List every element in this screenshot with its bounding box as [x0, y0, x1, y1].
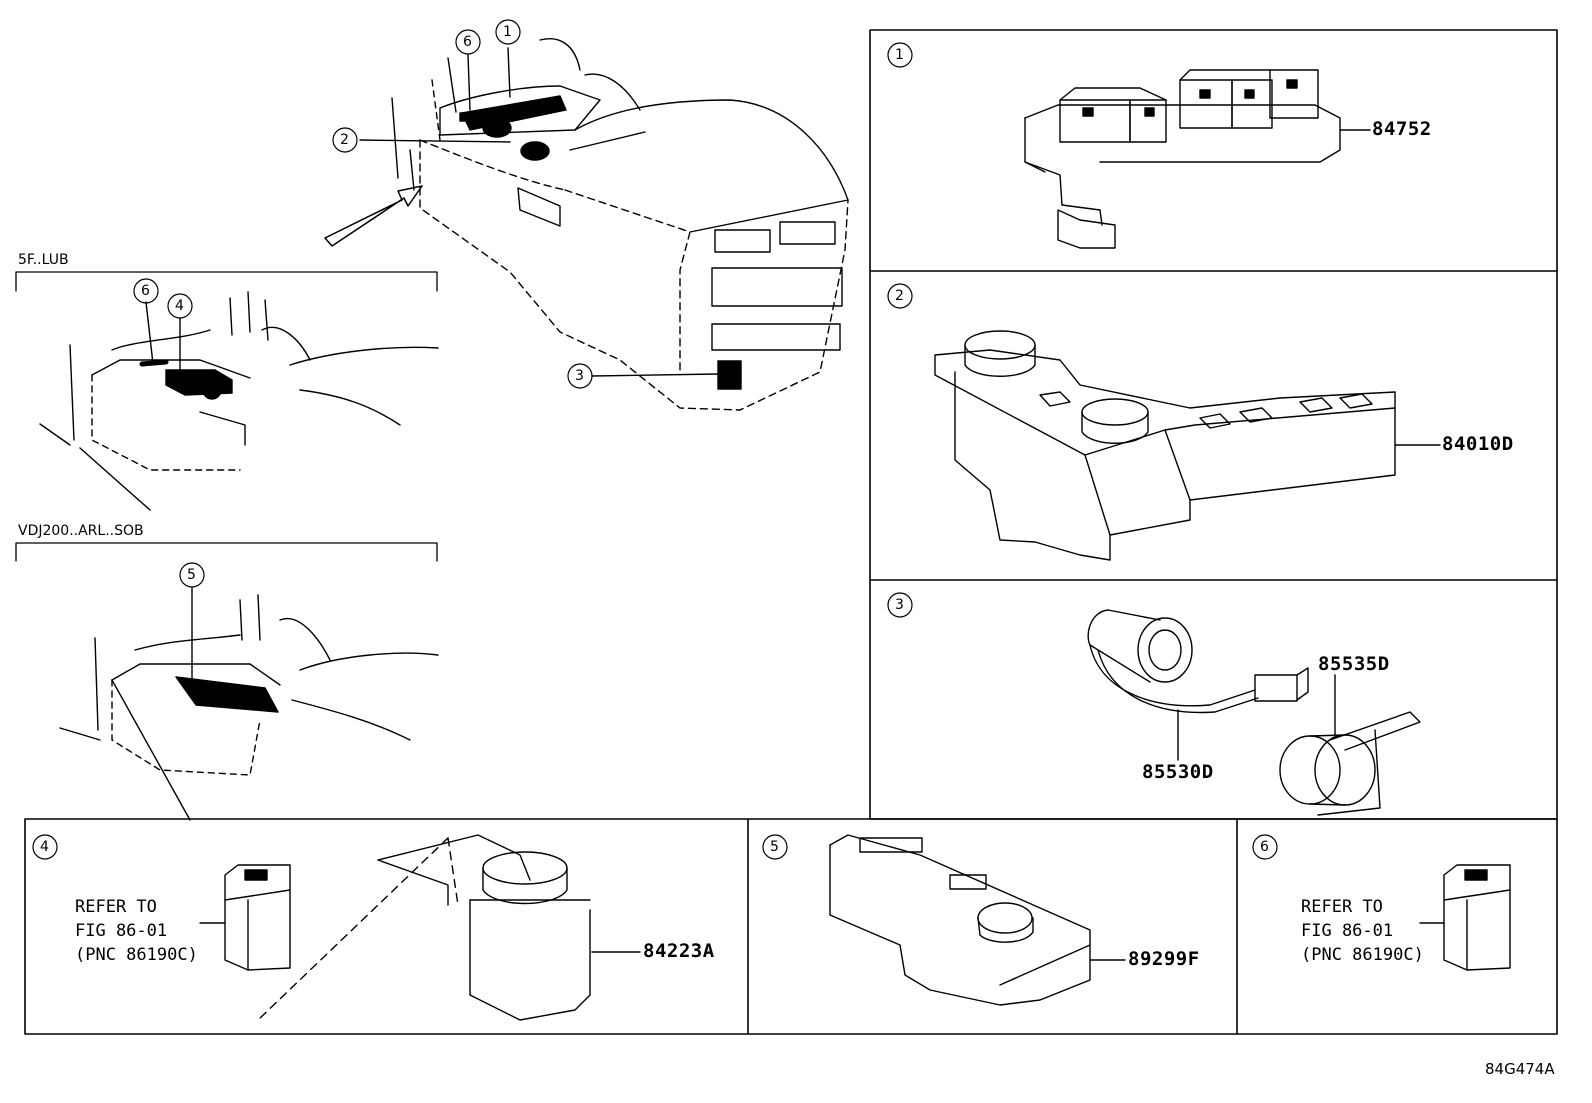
panel-1-number: 1 — [895, 47, 904, 63]
panel-6-number: 6 — [1260, 839, 1269, 855]
callout-5-number: 5 — [187, 567, 196, 583]
panel4-drawing — [199, 834, 641, 1021]
sob-console-illustration — [59, 587, 439, 821]
refer-line-1: REFER TO — [75, 897, 157, 917]
variant-label-lub: 5F..LUB — [18, 252, 69, 268]
lub-console-illustration — [39, 291, 439, 511]
callout-3-number: 3 — [575, 368, 584, 384]
part-number-84223a: 84223A — [643, 940, 715, 962]
refer-line-1: REFER TO — [1301, 897, 1383, 917]
panel6-drawing — [1419, 864, 1511, 971]
variant-brackets — [15, 271, 438, 562]
refer-line-3: (PNC 86190C) — [75, 945, 198, 965]
refer-line-3: (PNC 86190C) — [1301, 945, 1424, 965]
climate-panel-drawing — [934, 330, 1441, 561]
figure-code: 84G474A — [1485, 1060, 1555, 1078]
part-number-84010d: 84010D — [1442, 433, 1514, 455]
panel-4-number: 4 — [40, 839, 49, 855]
callout-6-number: 6 — [141, 283, 150, 299]
panel-2-number: 2 — [895, 288, 904, 304]
main-console-illustration — [324, 38, 849, 411]
refer-note-panel6: REFER TO FIG 86-01 (PNC 86190C) — [1301, 895, 1424, 967]
callout-1-number: 1 — [503, 24, 512, 40]
switch-assembly-drawing — [1024, 69, 1371, 249]
callout-6-number: 6 — [463, 34, 472, 50]
variant-label-sob: VDJ200..ARL..SOB — [18, 523, 144, 539]
panel-3-number: 3 — [895, 597, 904, 613]
panel-5-number: 5 — [770, 839, 779, 855]
refer-line-2: FIG 86-01 — [75, 921, 168, 941]
panel5-drawing — [829, 834, 1126, 1006]
part-number-85535d: 85535D — [1318, 653, 1390, 675]
refer-note-panel4: REFER TO FIG 86-01 (PNC 86190C) — [75, 895, 198, 967]
part-number-89299f: 89299F — [1128, 948, 1200, 970]
power-socket-drawing — [1087, 609, 1421, 816]
callout-2-number: 2 — [340, 132, 349, 148]
callout-4-number: 4 — [175, 298, 184, 314]
refer-line-2: FIG 86-01 — [1301, 921, 1394, 941]
part-number-84752: 84752 — [1372, 118, 1432, 140]
callout-circles — [32, 19, 1278, 860]
part-number-85530d: 85530D — [1142, 761, 1214, 783]
panel-frames — [24, 29, 1558, 1035]
